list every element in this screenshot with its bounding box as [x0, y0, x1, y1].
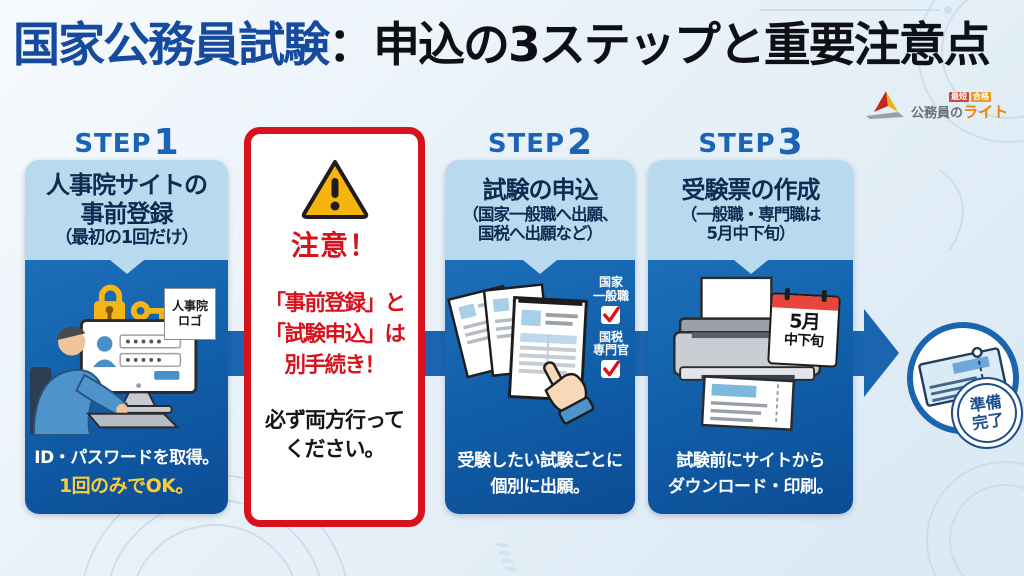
- page-title-main: ：申込の3ステップと重要注意点: [328, 18, 991, 73]
- hand-cursor-icon: [543, 361, 595, 425]
- step-2-column: STEP2 試験の申込 （国家一般職へ出願、 国税へ出願など）: [445, 122, 635, 514]
- step-2-caption: 受験したい試験ごとに 個別に出願。: [457, 451, 624, 497]
- exam-checklist: 国家 一般職 国税 専門官: [593, 275, 629, 379]
- checklist-item-kokka-ippan: 国家 一般職: [593, 275, 629, 324]
- checklist-item-kokuzei: 国税 専門官: [593, 330, 629, 379]
- step-1-heading: 人事院サイトの 事前登録 （最初の1回だけ）: [25, 160, 228, 260]
- warning-callout: 注意！ 「事前登録」と 「試験申込」は 別手続き！ 必ず両方行って ください。: [244, 127, 425, 527]
- calendar-period: 中下旬: [783, 331, 824, 350]
- avatar-icon: [96, 336, 113, 352]
- brand-text: 最短 合格 公務員のライト: [911, 92, 1008, 120]
- page-title-topic: 国家公務員試験: [13, 18, 330, 73]
- brand-sail-icon: [865, 91, 904, 119]
- brand-logo: 最短 合格 公務員のライト: [864, 90, 1008, 120]
- step-3-column: STEP3 受験票の作成 （一般職・専門職は 5月中下旬）: [648, 122, 853, 514]
- step-2-body: 国家 一般職 国税 専門官: [445, 260, 635, 514]
- warning-note-text: 必ず両方行って ください。: [265, 407, 405, 461]
- warning-emphasis-text: 「事前登録」と 「試験申込」は 別手続き！: [264, 291, 406, 379]
- warning-heading: 注意！: [290, 229, 378, 262]
- brand-badge-2: 合格: [970, 92, 991, 102]
- jinjiin-logo-placeholder: 人事院 ロゴ: [164, 288, 216, 340]
- application-forms-illustration: [447, 283, 595, 425]
- check-icon: [603, 360, 621, 377]
- step-2-notch: [523, 260, 557, 274]
- calendar-pin: [821, 289, 828, 303]
- person-at-computer-illustration: [29, 284, 198, 437]
- brand-badges: 最短 合格: [948, 92, 991, 102]
- step-1-caption: ID・パスワードを取得。 1回のみでOK。: [34, 448, 219, 497]
- brand-badge-1: 最短: [948, 92, 969, 102]
- check-icon: [603, 306, 621, 322]
- checkbox-checked: [601, 360, 621, 379]
- printed-ticket: [700, 375, 796, 431]
- step-2-heading: 試験の申込 （国家一般職へ出願、 国税へ出願など）: [445, 160, 635, 260]
- warning-triangle-icon: [301, 160, 368, 219]
- calendar-month: 5月: [788, 310, 821, 334]
- step-3-tag: STEP3: [698, 122, 803, 163]
- monitor: [79, 319, 198, 414]
- step-3-heading: 受験票の作成 （一般職・専門職は 5月中下旬）: [648, 160, 853, 260]
- checkbox-checked: [601, 305, 621, 324]
- calendar-header: [772, 294, 839, 311]
- page-title: 国家公務員試験：申込の3ステップと重要注意点: [13, 18, 991, 73]
- calendar-icon: 5月 中下旬: [767, 287, 841, 368]
- step-3-notch: [733, 260, 768, 274]
- step-1-body: 人事院 ロゴ ID・パスワードを取得。 1回のみでOK。: [25, 260, 228, 514]
- step-3-card: 受験票の作成 （一般職・専門職は 5月中下旬）: [648, 160, 853, 514]
- calendar-pin: [784, 287, 791, 301]
- step-1-tag: STEP1: [74, 122, 179, 163]
- step-1-card: 人事院サイトの 事前登録 （最初の1回だけ）: [25, 160, 228, 514]
- step-2-tag: STEP2: [487, 122, 593, 163]
- step-1-notch: [109, 260, 144, 274]
- step-2-card: 試験の申込 （国家一般職へ出願、 国税へ出願など）: [445, 160, 635, 514]
- step-3-body: 5月 中下旬 試験前にサイトから ダウンロード・印刷。: [648, 260, 853, 514]
- keyboard: [86, 412, 180, 429]
- step-1-column: STEP1 人事院サイトの 事前登録 （最初の1回だけ）: [25, 122, 228, 514]
- person: [32, 326, 129, 437]
- flow-arrow-head-icon: [864, 309, 899, 397]
- brand-name: 公務員のライト: [910, 103, 1008, 121]
- step-3-caption: 試験前にサイトから ダウンロード・印刷。: [668, 451, 834, 497]
